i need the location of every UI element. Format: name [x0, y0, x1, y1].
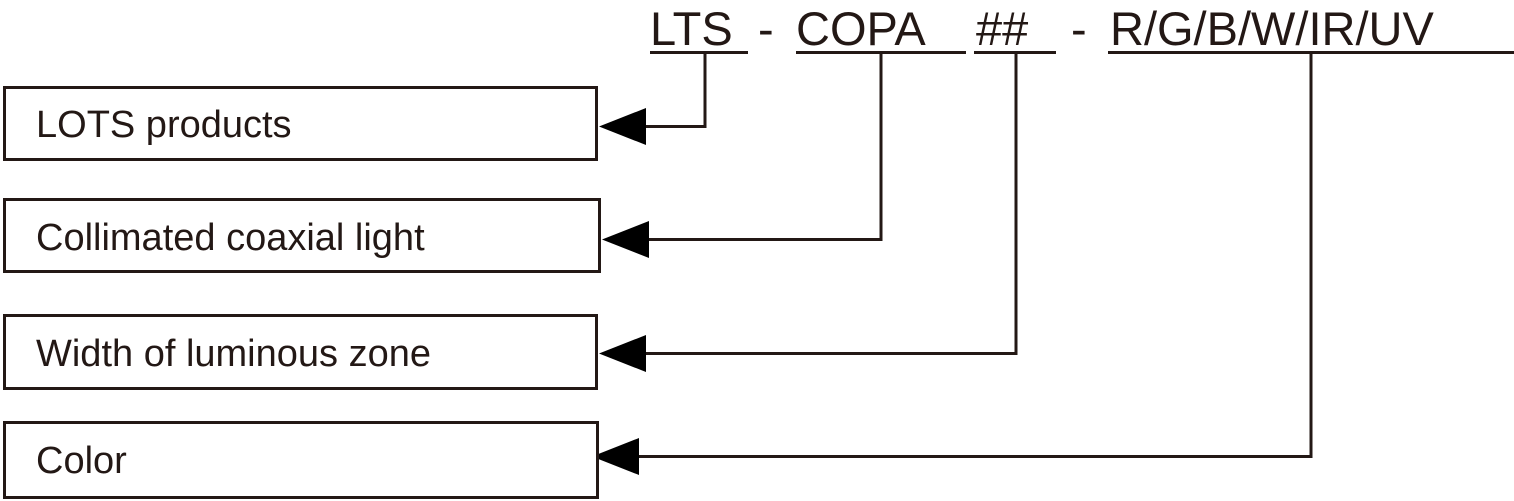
callout-box-rect-4 [3, 421, 599, 499]
arrow-head-icon-2 [602, 221, 649, 258]
callout-label-width-of-luminous-zone: Width of luminous zone [36, 333, 431, 375]
code-separator-1: - [758, 2, 774, 55]
arrow-head-icon-3 [599, 335, 646, 372]
arrow-head-icon-1 [599, 108, 646, 145]
callout-box-rect-1 [3, 86, 598, 161]
arrow-head-icon-4 [592, 438, 639, 475]
code-segment-size: ## [976, 2, 1028, 55]
callout-box-rect-3 [3, 314, 598, 390]
code-segment-prefix: LTS [650, 2, 733, 55]
callout-box-lots-products: LOTS products [3, 86, 598, 161]
callout-label-color: Color [36, 440, 127, 482]
leader-line-collimated-coaxial-light [602, 53, 883, 258]
code-segment-color: R/G/B/W/IR/UV [1110, 2, 1434, 55]
leader-path-4 [638, 53, 1313, 458]
code-segment-series: COPA [796, 2, 926, 55]
leader-path-1 [645, 53, 707, 128]
callout-box-width-of-luminous-zone: Width of luminous zone [3, 314, 598, 390]
code-separator-2: - [1071, 2, 1087, 55]
leader-path-2 [648, 53, 883, 241]
leader-line-lots-products [599, 53, 707, 145]
callout-box-collimated-coaxial-light: Collimated coaxial light [3, 198, 601, 273]
callout-box-color: Color [3, 421, 599, 499]
leader-path-3 [645, 53, 1018, 355]
leader-line-width-of-luminous-zone [599, 53, 1018, 372]
callout-label-lots-products: LOTS products [36, 104, 292, 146]
code-string: LTS - COPA ## - R/G/B/W/IR/UV [650, 2, 1434, 55]
callout-box-rect-2 [3, 198, 601, 273]
callout-label-collimated-coaxial-light: Collimated coaxial light [36, 217, 425, 259]
leader-line-color [592, 53, 1313, 475]
